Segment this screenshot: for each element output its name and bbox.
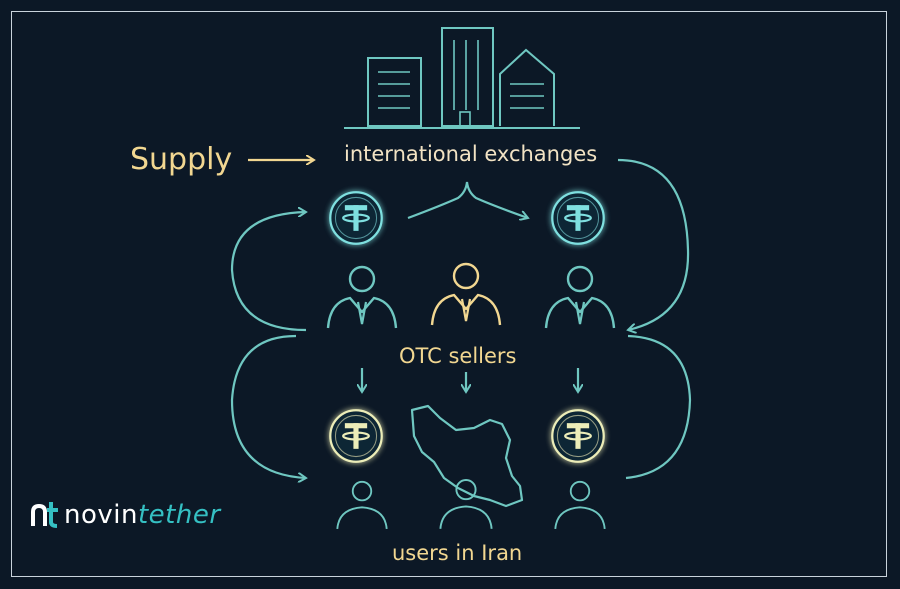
novintether-logo: novin tether [30, 498, 221, 532]
flow-arrows [230, 158, 692, 478]
users-in-iran-label: users in Iran [392, 541, 523, 565]
buildings-icon [344, 27, 580, 129]
user-icon [336, 480, 388, 531]
international-exchanges-label: international exchanges [344, 142, 598, 166]
supply-label: Supply [130, 142, 233, 177]
logo-word-novin: novin [64, 500, 138, 530]
tether-coin-icon [551, 191, 605, 245]
tether-coin-icon [551, 409, 605, 463]
user-icon [554, 480, 606, 531]
otc-seller-icon [430, 262, 502, 327]
otc-seller-icon [326, 265, 398, 330]
tether-coin-icon [329, 191, 383, 245]
otc-sellers-label: OTC sellers [399, 344, 517, 368]
tether-coin-icon [329, 409, 383, 463]
logo-mark-icon [31, 502, 58, 528]
frame-border [11, 11, 887, 577]
iran-map-icon [410, 404, 524, 508]
logo-word-tether: tether [137, 500, 221, 530]
user-icon [439, 478, 493, 530]
otc-seller-icon [544, 265, 616, 330]
